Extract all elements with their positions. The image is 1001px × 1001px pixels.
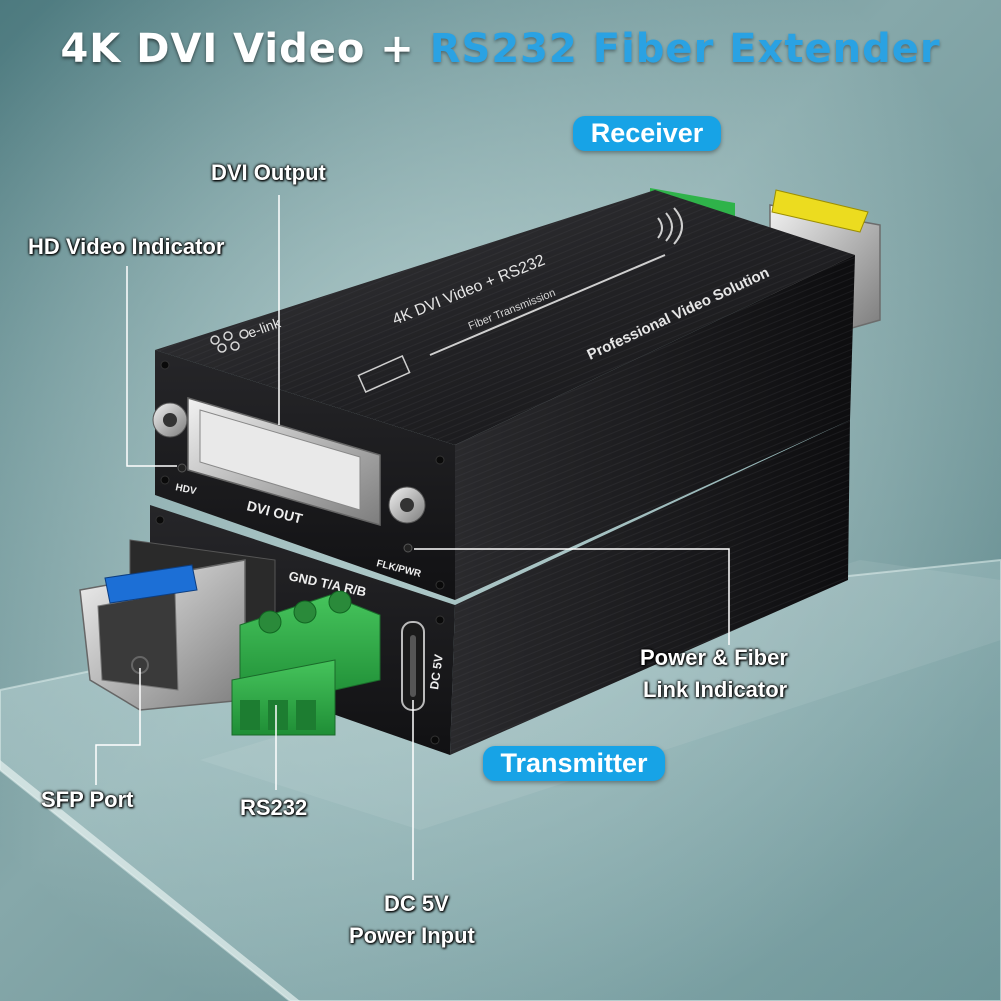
leader-sfp — [95, 668, 141, 785]
leader-hd-video — [126, 266, 177, 467]
wave-icon — [657, 207, 683, 245]
rs232-terminal-block[interactable] — [231, 590, 381, 736]
callout-sfp-port: SFP Port — [41, 787, 134, 812]
callout-dc5v-line1: DC 5V — [384, 891, 449, 916]
callout-dvi-output: DVI Output — [211, 160, 326, 185]
e-link-logo-icon — [210, 329, 249, 353]
dvi-logo-icon — [357, 355, 411, 393]
sfp-port[interactable] — [79, 539, 276, 711]
callout-power-fiber-line2: Link Indicator — [643, 677, 788, 702]
leader-lines — [95, 195, 730, 880]
glass-edge — [0, 760, 300, 1001]
hdv-led — [177, 463, 187, 473]
receiver-badge: Receiver — [573, 116, 721, 151]
transmitter-unit — [79, 420, 850, 755]
title-part2: RS232 Fiber Extender — [429, 26, 941, 72]
dvi-output-port[interactable] — [152, 396, 426, 526]
callout-hd-video-indicator: HD Video Indicator — [28, 234, 225, 259]
leader-power-fiber — [414, 548, 730, 645]
receiver-unit — [152, 188, 881, 600]
transmitter-badge: Transmitter — [483, 746, 665, 781]
callout-rs232: RS232 — [240, 795, 308, 820]
hdv-label: HDV — [174, 482, 197, 497]
dc-5v-label: DC 5V — [427, 653, 446, 690]
callout-dc5v-line2: Power Input — [349, 923, 475, 948]
callout-power-fiber-line1: Power & Fiber — [640, 645, 788, 670]
flk-pwr-led — [403, 543, 413, 553]
glass-reflection — [200, 560, 1001, 830]
title-part1: 4K DVI Video + — [60, 26, 430, 72]
page-title: 4K DVI Video + RS232 Fiber Extender — [0, 26, 1001, 72]
